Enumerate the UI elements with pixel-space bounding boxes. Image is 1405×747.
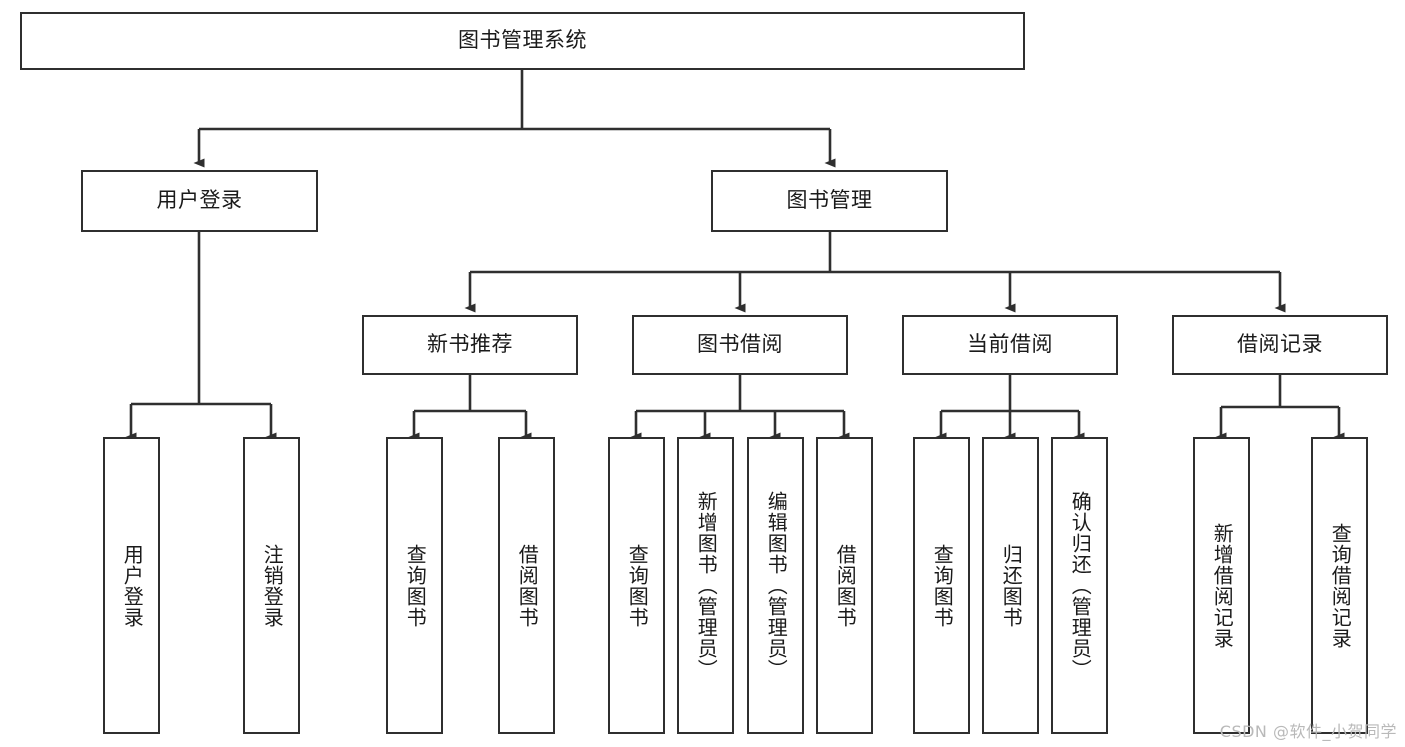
node-label: 注销登录 [260, 543, 285, 628]
node-borrow-record[interactable]: 借阅记录 [1172, 315, 1388, 375]
leaf-book-borrow-add-book-admin[interactable]: 新增图书（管理员） [677, 437, 734, 734]
node-label: 当前借阅 [967, 332, 1053, 357]
node-label: 图书管理系统 [458, 28, 587, 53]
node-new-book-recommend[interactable]: 新书推荐 [362, 315, 578, 375]
leaf-new-book-borrow-book[interactable]: 借阅图书 [498, 437, 555, 734]
node-label: 归还图书 [999, 543, 1024, 628]
leaf-current-borrow-confirm-return-admin[interactable]: 确认归还（管理员） [1051, 437, 1108, 734]
watermark: CSDN @软件_小贺同学 [1219, 722, 1397, 741]
node-book-management[interactable]: 图书管理 [711, 170, 948, 232]
leaf-book-borrow-edit-book-admin[interactable]: 编辑图书（管理员） [747, 437, 804, 734]
node-root-book-management-system[interactable]: 图书管理系统 [20, 12, 1025, 70]
leaf-current-borrow-return-book[interactable]: 归还图书 [982, 437, 1039, 734]
node-label: 新增借阅记录 [1210, 522, 1235, 649]
node-label: 编辑图书（管理员） [764, 491, 789, 680]
node-label: 新书推荐 [427, 332, 513, 357]
node-label: 查询借阅记录 [1328, 522, 1353, 649]
leaf-book-borrow-query-book[interactable]: 查询图书 [608, 437, 665, 734]
leaf-current-borrow-query-book[interactable]: 查询图书 [913, 437, 970, 734]
node-label: 用户登录 [156, 188, 243, 213]
node-label: 借阅图书 [515, 543, 540, 628]
node-label: 确认归还（管理员） [1068, 491, 1093, 680]
node-label: 用户登录 [120, 543, 145, 628]
node-user-login[interactable]: 用户登录 [81, 170, 318, 232]
node-label: 查询图书 [403, 543, 428, 628]
leaf-borrow-record-add-record[interactable]: 新增借阅记录 [1193, 437, 1250, 734]
leaf-new-book-query-book[interactable]: 查询图书 [386, 437, 443, 734]
node-book-borrow[interactable]: 图书借阅 [632, 315, 848, 375]
node-current-borrow[interactable]: 当前借阅 [902, 315, 1118, 375]
node-label: 查询图书 [930, 543, 955, 628]
node-label: 图书借阅 [697, 332, 783, 357]
leaf-user-login-login[interactable]: 用户登录 [103, 437, 160, 734]
leaf-book-borrow-borrow-book[interactable]: 借阅图书 [816, 437, 873, 734]
leaf-user-login-logout[interactable]: 注销登录 [243, 437, 300, 734]
node-label: 借阅记录 [1237, 332, 1323, 357]
node-label: 查询图书 [625, 543, 650, 628]
node-label: 图书管理 [786, 188, 873, 213]
node-label: 新增图书（管理员） [694, 491, 719, 680]
leaf-borrow-record-query-record[interactable]: 查询借阅记录 [1311, 437, 1368, 734]
node-label: 借阅图书 [833, 543, 858, 628]
